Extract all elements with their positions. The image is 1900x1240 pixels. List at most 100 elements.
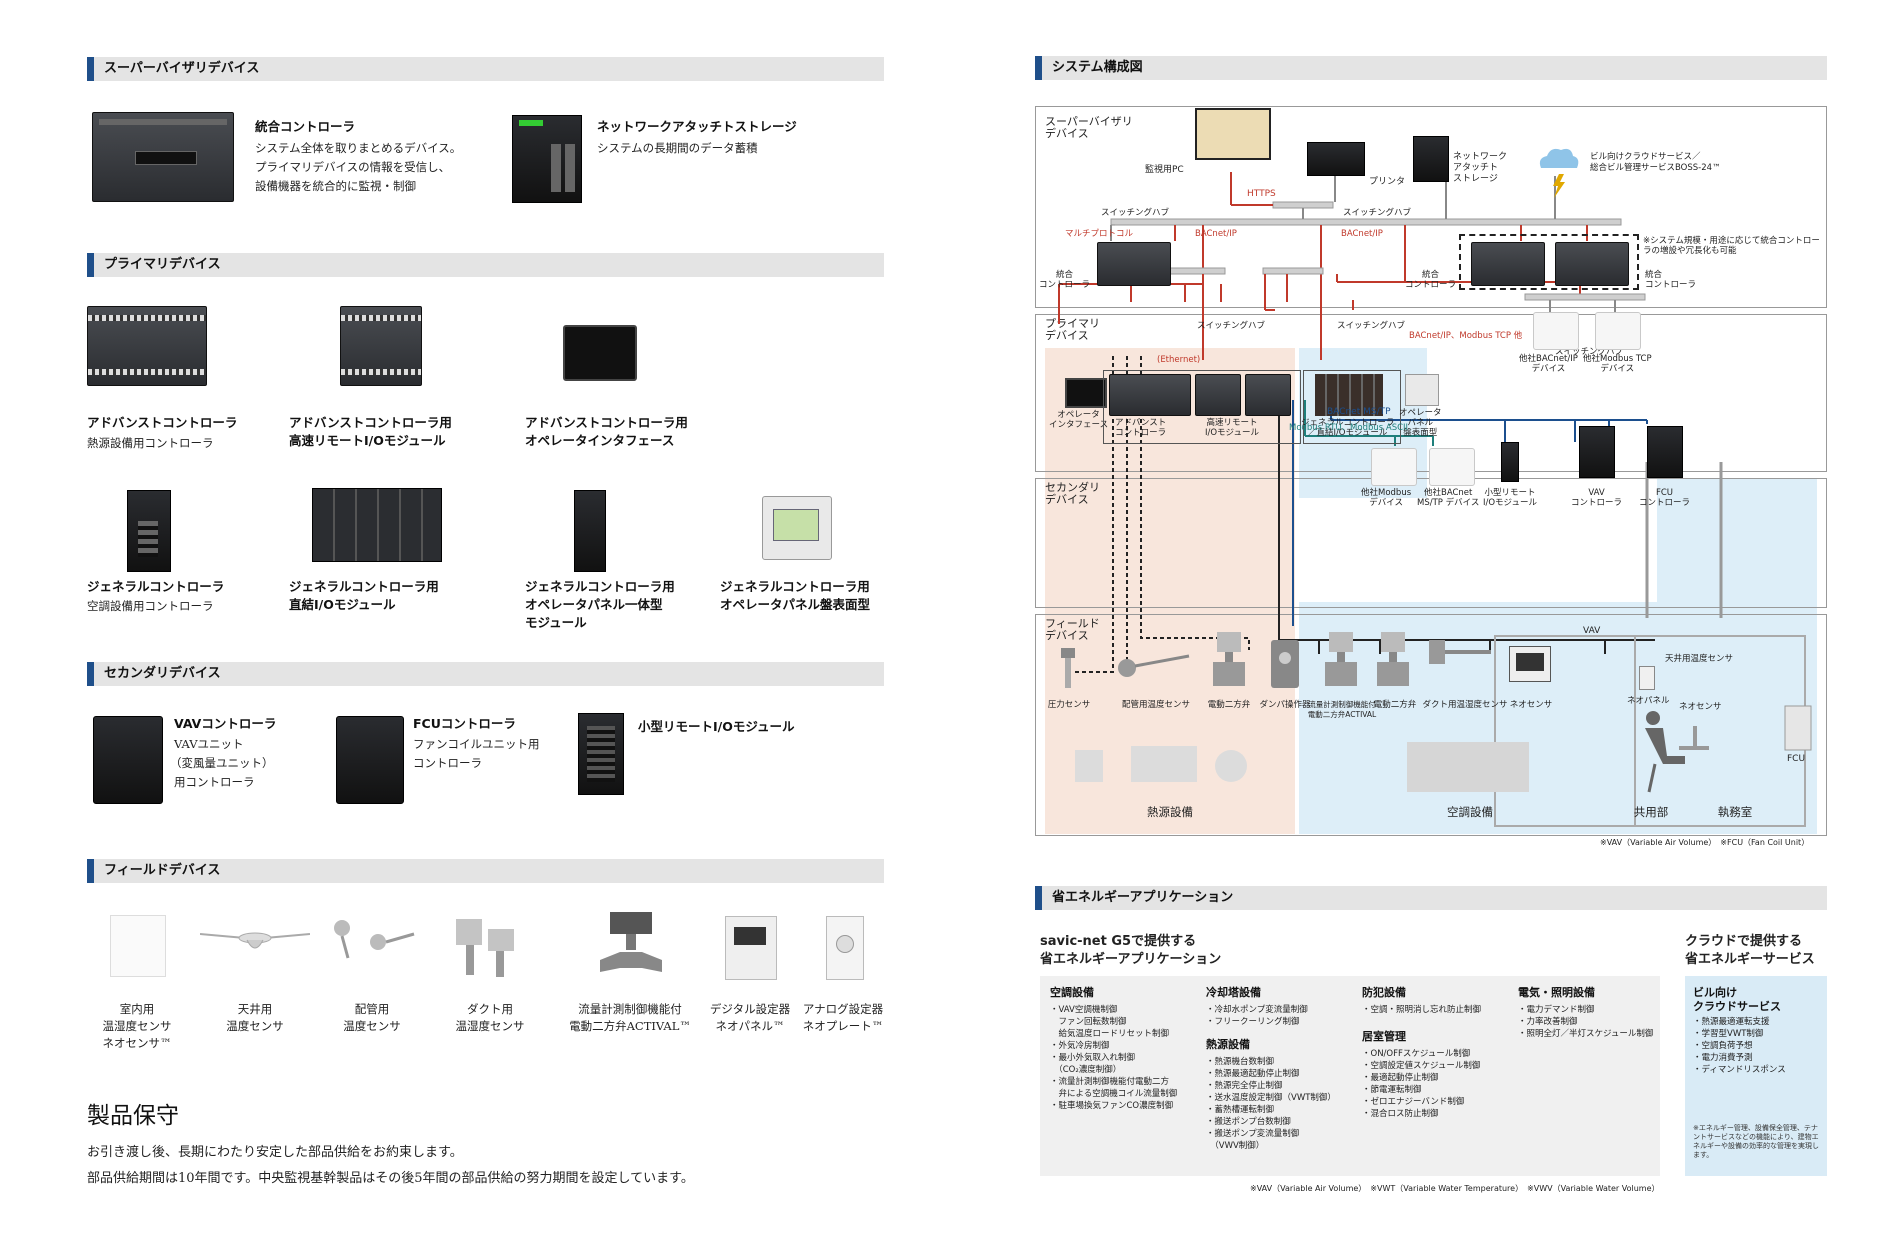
primary-item-2-name-2: 高速リモートI/Oモジュール [289, 433, 446, 448]
controller-label-3: 統合 コントローラ [1645, 270, 1697, 290]
energy-item: ・VAV空調機制御 [1050, 1005, 1118, 1015]
zone-bg-office [1657, 478, 1817, 834]
ceiling-sensor-image [200, 932, 310, 949]
nas-image [512, 115, 582, 203]
hs-io-device-1 [1195, 374, 1241, 416]
pipe-temp-sensor-icon [1118, 654, 1190, 677]
op-panel-label: オペレータ パネル 盤表面型 [1399, 408, 1442, 438]
cloud-icon [1539, 148, 1579, 198]
energy-item: ・照明全灯／半灯スケジュール制御 [1518, 1029, 1654, 1039]
zone-office-label: 執務室 [1717, 805, 1753, 819]
other-modbus-tcp-label: 他社Modbus TCP デバイス [1583, 354, 1652, 374]
field-item-4-line-1: ダクト用 [467, 1002, 513, 1016]
energy-item: ・最適起動停止制御 [1362, 1073, 1439, 1083]
hub-label-4: スイッチングハブ [1337, 321, 1406, 331]
monitoring-pc [1195, 108, 1271, 160]
small-io-device [1501, 442, 1519, 482]
energy-col-1: 空調設備 ・VAV空調機制御 ファン回転数制御 給気温度ロードリセット制御 ・外… [1050, 984, 1200, 1112]
gen-ctrl-label: ジェネラルコントローラ ／直結I/Oモジュール [1301, 418, 1395, 438]
neopanel-label: ネオパネル [1627, 696, 1670, 706]
energy-item: ・流量計測制御機能付電動二方 [1050, 1077, 1170, 1087]
energy-group-title: 冷却塔設備 [1206, 986, 1261, 999]
energy-subtitle-2: 省エネルギーアプリケーション [1040, 952, 1222, 967]
cloud-service-title-2: クラウドサービス [1693, 1000, 1781, 1013]
energy-item: ・外気冷房制御 [1050, 1041, 1110, 1051]
modbus-rtu-label: Modbus RTU、Modbus ASCII [1289, 423, 1409, 433]
field-item-4-line-2: 温湿度センサ [455, 1019, 525, 1033]
duct-sensor-icon [1429, 640, 1491, 664]
energy-item: ・熱源機台数制御 [1206, 1057, 1275, 1067]
vav-controller-device [1579, 426, 1615, 478]
energy-item: 弁による空調機コイル流量制御 [1050, 1089, 1178, 1099]
other-mstp-device [1429, 448, 1475, 486]
nas-desc: システムの長期間のデータ蓄積 [597, 141, 758, 155]
integrated-controller-1 [1097, 242, 1171, 286]
zone-heat-label: 熱源設備 [1147, 805, 1193, 819]
system-diagram: スーパーバイザリ デバイス プライマリ デバイス セカンダリ デバイス フィール… [1035, 106, 1827, 836]
maintenance-title: 製品保守 [87, 1103, 179, 1129]
cloud-item: ・熱源最適運転支援 [1693, 1017, 1770, 1027]
damper-label: ダンパ操作器 [1259, 700, 1311, 710]
nas-label: ネットワーク アタッチト ストレージ [1453, 152, 1508, 184]
integrated-controller-name: 統合コントローラ [255, 119, 356, 134]
bacnetip-label-1: BACnet/IP [1195, 229, 1237, 239]
other-modbus-tcp-device [1595, 312, 1641, 350]
printer-device [1307, 142, 1365, 176]
energy-group-title: 居室管理 [1362, 1030, 1406, 1043]
energy-item: （VWV制御） [1206, 1141, 1265, 1151]
layer-label-field: フィールド デバイス [1045, 617, 1100, 642]
neosensor2-label: ネオセンサ [1509, 700, 1553, 710]
valve-label-1: 電動二方弁 [1207, 700, 1251, 710]
valve-icon-1 [1213, 632, 1245, 686]
field-item-2-line-1: 天井用 [237, 1002, 273, 1016]
section-header-system: システム構成図 [1035, 56, 1827, 80]
primary-item-6-name-3: モジュール [525, 615, 587, 630]
fcu-controller-image [336, 716, 404, 804]
energy-item: ・空調・照明消し忘れ防止制御 [1362, 1005, 1482, 1015]
small-io-name: 小型リモートI/Oモジュール [638, 719, 795, 734]
redundant-box [1459, 234, 1639, 290]
field-item-6-line-2: ネオパネル™ [715, 1019, 785, 1033]
energy-group-title: 防犯設備 [1362, 986, 1406, 999]
energy-group-title: 空調設備 [1050, 986, 1094, 999]
energy-group-title: 電気・照明設備 [1518, 986, 1595, 999]
general-controller-device [1315, 374, 1383, 416]
cloud-title-1: クラウドで提供する [1685, 934, 1803, 949]
energy-col-1-items: ・VAV空調機制御 ファン回転数制御 給気温度ロードリセット制御 ・外気冷房制御… [1050, 1004, 1200, 1112]
pc-label: 監視用PC [1145, 165, 1184, 175]
op-panel-device [1405, 374, 1439, 406]
integrated-panel-image [574, 490, 606, 572]
cloud-service-items: ・熱源最適運転支援 ・学習型VWT制御 ・空調負荷予想 ・電力消費予測 ・ディマ… [1693, 1016, 1786, 1076]
primary-item-7-name-2: オペレータパネル盤表面型 [720, 597, 871, 612]
fcu-controller-device [1647, 426, 1683, 478]
nas-device [1413, 136, 1449, 182]
vav-controller-desc-1: VAVユニット [174, 737, 244, 751]
cloud-label: ビル向けクラウドサービス／ 総合ビル管理サービスBOSS-24™ [1590, 152, 1721, 173]
https-label: HTTPS [1247, 189, 1276, 199]
energy-item: ・ON/OFFスケジュール制御 [1362, 1049, 1471, 1059]
neosensor-label: ネオセンサ [1679, 702, 1722, 712]
energy-subtitle-1: savic-net G5で提供する [1040, 934, 1197, 949]
adv-ctrl-label: アドバンスト コントローラ [1115, 418, 1167, 438]
layer-frame-field [1035, 614, 1827, 836]
other-modbus-label: 他社Modbus デバイス [1361, 488, 1412, 508]
other-bacnet-ip-device [1533, 312, 1579, 350]
primary-item-1-desc: 熱源設備用コントローラ [87, 436, 214, 450]
other-modbus-device [1371, 448, 1417, 486]
section-header-field: フィールドデバイス [87, 859, 884, 883]
integrated-controller-desc-3: 設備機器を統合的に監視・制御 [255, 179, 416, 193]
maintenance-line-1: お引き渡し後、長期にわたり安定した部品供給をお約束します。 [87, 1145, 463, 1160]
energy-item: ・熱源最適起動停止制御 [1206, 1069, 1300, 1079]
primary-item-6-name-2: オペレータパネル一体型 [525, 597, 663, 612]
actival-valve-image [600, 912, 662, 972]
neosensor-device [1509, 646, 1551, 682]
zone-common-label: 共用部 [1633, 805, 1669, 819]
energy-item: ファン回転数制御 [1050, 1017, 1127, 1027]
hub-label-2: スイッチングハブ [1343, 208, 1412, 218]
primary-item-5-name-1: ジェネラルコントローラ用 [289, 579, 439, 594]
energy-item: ・力率改善制御 [1518, 1017, 1578, 1027]
pressure-sensor-icon [1061, 648, 1075, 688]
integrated-controller-desc-2: プライマリデバイスの情報を受信し、 [255, 160, 451, 174]
hub-label-3: スイッチングハブ [1197, 321, 1266, 331]
primary-item-5-name-2: 直結I/Oモジュール [289, 597, 396, 612]
